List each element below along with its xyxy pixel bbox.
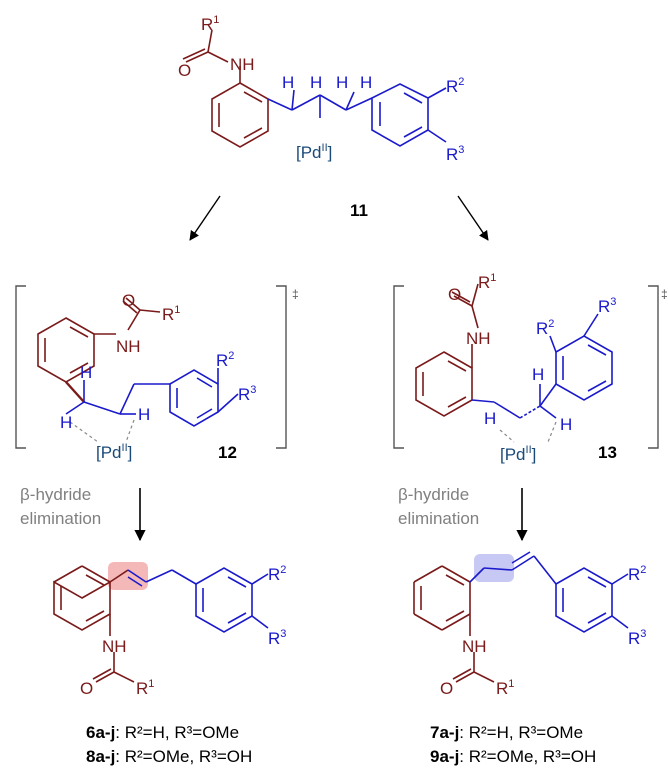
- r2-label: R2: [446, 76, 464, 96]
- oxygen-label: O: [178, 61, 191, 80]
- transition-state-12: ‡: [15, 285, 299, 462]
- oxygen-label: O: [122, 291, 135, 310]
- step-label-line1: β-hydride: [20, 485, 91, 504]
- r2-label: R2: [536, 318, 554, 338]
- nh-label: NH: [116, 337, 141, 356]
- h-label: H: [560, 415, 572, 434]
- r1-label: R1: [478, 272, 496, 292]
- caption-6a-j: 6a-j: R²=H, R³=OMe: [86, 723, 239, 742]
- r1-label: R1: [162, 304, 180, 324]
- pd-label: [PdII]: [500, 444, 536, 464]
- r3-label: R3: [446, 144, 464, 164]
- r1-label: R1: [201, 14, 219, 34]
- r2-label: R2: [268, 564, 286, 584]
- caption-9a-j: 9a-j: R²=OMe, R³=OH: [430, 747, 596, 766]
- ts-dagger: ‡: [292, 287, 299, 301]
- aryl-ring-11: [182, 29, 269, 148]
- h-label: H: [336, 73, 348, 92]
- caption-7a-j: 7a-j: R²=H, R³=OMe: [430, 723, 583, 742]
- h-label: H: [532, 365, 544, 384]
- step-label-line2: elimination: [398, 509, 479, 528]
- h-label: H: [310, 73, 322, 92]
- oxygen-label: O: [448, 285, 461, 304]
- r3-label: R3: [268, 628, 286, 648]
- r2-label: R2: [628, 564, 646, 584]
- nh-label: NH: [102, 637, 127, 656]
- compound-number-11: 11: [350, 201, 368, 220]
- nh-label: NH: [466, 329, 491, 348]
- nh-label: NH: [462, 637, 487, 656]
- step-label-line1: β-hydride: [398, 485, 469, 504]
- product-6-8: NH O R1 R2 R3: [53, 562, 286, 698]
- caption-8a-j: 8a-j: R²=OMe, R³=OH: [86, 747, 252, 766]
- h-label: H: [138, 405, 150, 424]
- h-label: H: [80, 363, 92, 382]
- ts-dagger: ‡: [661, 287, 668, 301]
- compound-number-12: 12: [218, 443, 237, 462]
- h-label: H: [360, 73, 372, 92]
- r3-label: R3: [238, 384, 256, 404]
- pd-label: [PdII]: [96, 442, 132, 462]
- arrow-to-13: [457, 195, 489, 241]
- r1-label: R1: [496, 678, 514, 698]
- product-7-9: NH O R1 R2 R3: [413, 551, 646, 698]
- r2-label: R2: [216, 350, 234, 370]
- r3-label: R3: [598, 296, 616, 316]
- pd-label: [PdII]: [296, 142, 332, 162]
- h-label: H: [484, 409, 496, 428]
- compound-number-13: 13: [598, 443, 617, 462]
- arrow-to-12: [189, 195, 221, 241]
- nh-label: NH: [230, 55, 255, 74]
- chain-11: [267, 83, 447, 147]
- h-label: H: [60, 413, 72, 432]
- step-label-line2: elimination: [20, 509, 101, 528]
- h-label: H: [282, 73, 294, 92]
- oxygen-label: O: [440, 679, 453, 698]
- compound-11: R1 O NH H H H H [PdII] R2 R3 11: [178, 14, 464, 220]
- oxygen-label: O: [80, 679, 93, 698]
- transition-state-13: ‡: [393, 272, 668, 464]
- r1-label: R1: [136, 678, 154, 698]
- r3-label: R3: [628, 628, 646, 648]
